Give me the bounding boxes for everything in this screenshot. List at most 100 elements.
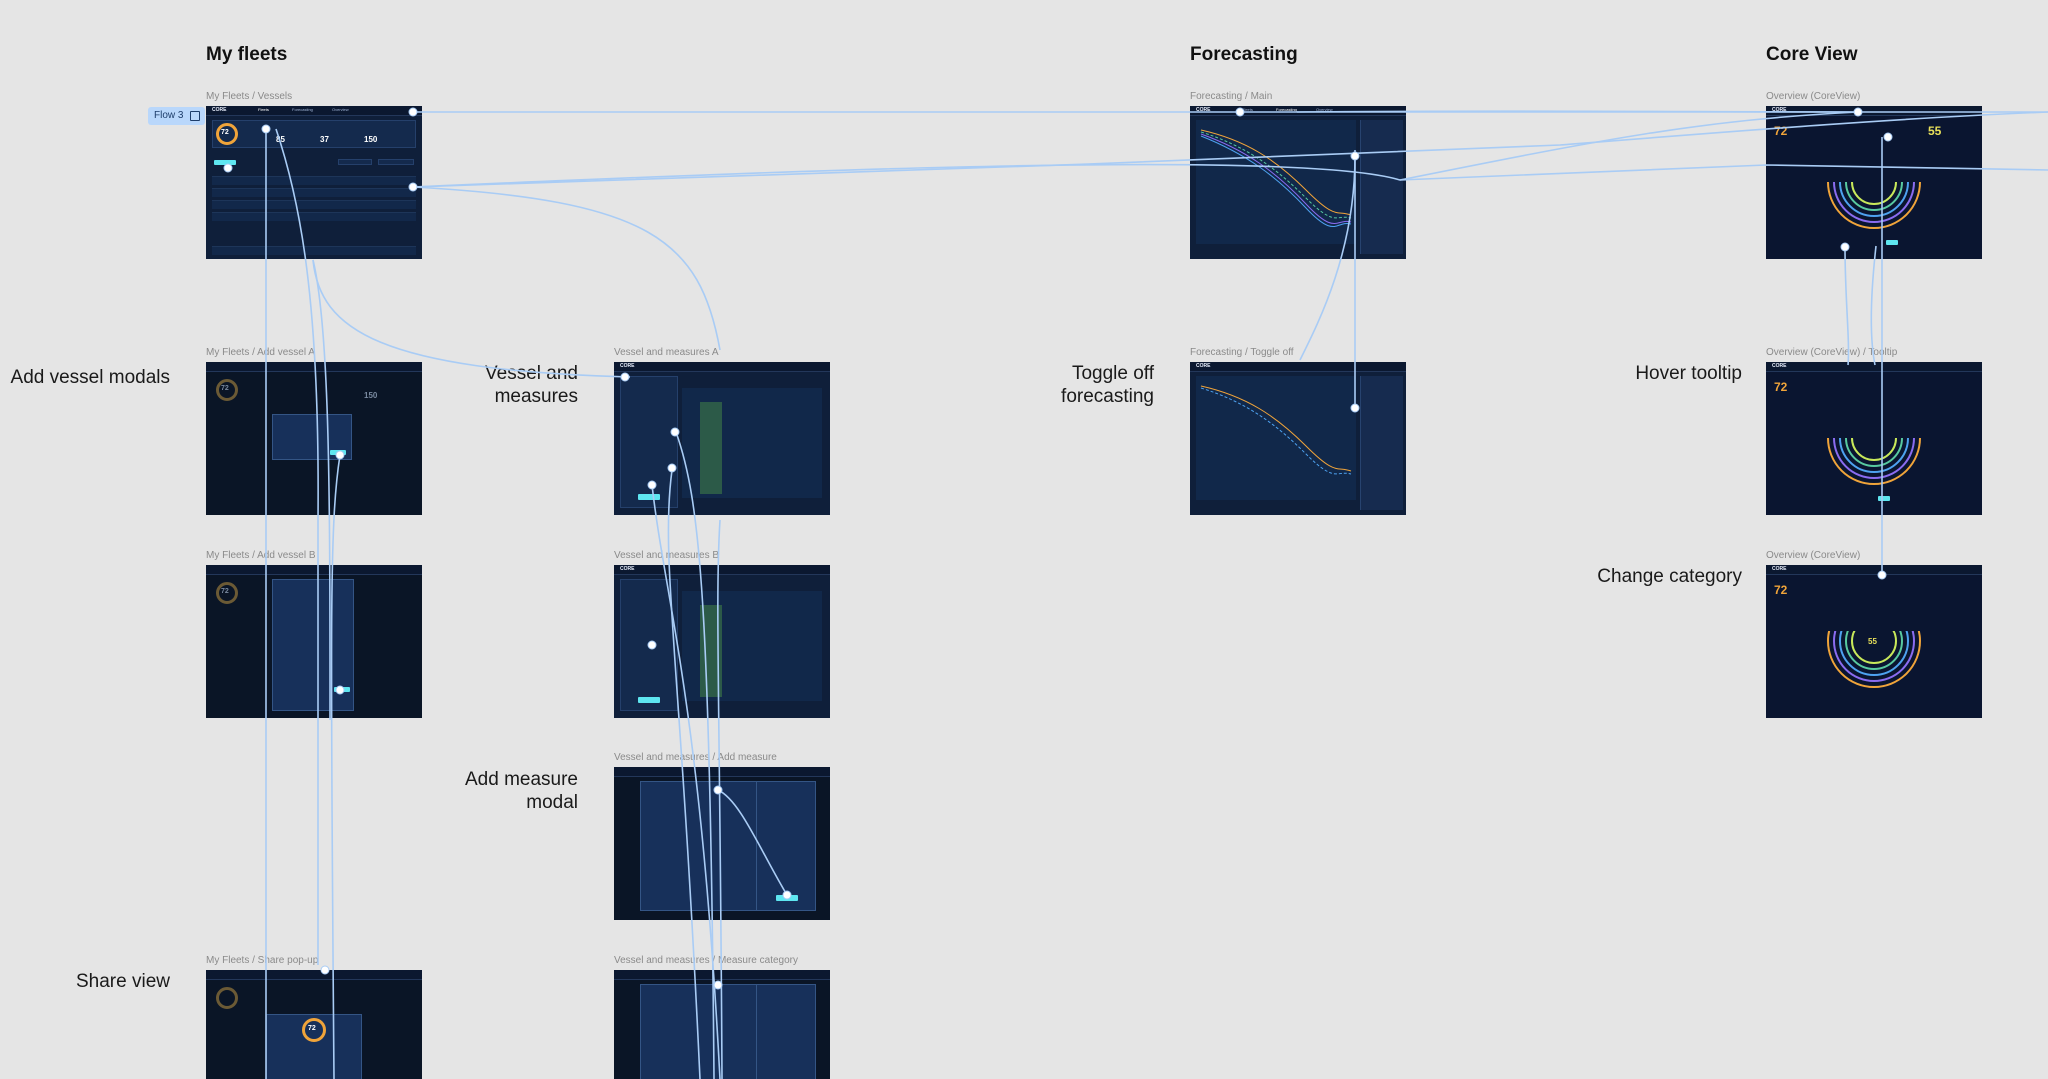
forecast-chart bbox=[1196, 120, 1356, 244]
frame-label: Overview (CoreView) bbox=[1766, 550, 1861, 561]
flow-chip-label: Flow 3 bbox=[154, 110, 184, 121]
radial-chart bbox=[1824, 132, 1924, 229]
score-value: 72 bbox=[221, 129, 229, 136]
frame-core-overview[interactable]: CORE 72 55 bbox=[1766, 106, 1982, 259]
top-bar: CORE bbox=[614, 565, 830, 575]
annotation-hover-tooltip: Hover tooltip bbox=[1635, 363, 1742, 384]
forecast-chart bbox=[1196, 376, 1356, 500]
nav-overview[interactable]: Overview bbox=[332, 107, 349, 112]
score-gauge bbox=[216, 379, 238, 401]
score-value: 72 bbox=[221, 385, 229, 392]
section-title-core-view: Core View bbox=[1766, 44, 1858, 65]
frame-label: My Fleets / Vessels bbox=[206, 91, 293, 102]
annotation-toggle-off-line2: forecasting bbox=[1061, 386, 1154, 407]
app-logo: CORE bbox=[1772, 566, 1787, 572]
frame-label: My Fleets / Add vessel A bbox=[206, 347, 315, 358]
annotation-add-measure: Add measure modal bbox=[465, 768, 578, 814]
frame-label: Vessel and measures A bbox=[614, 347, 719, 358]
app-logo: CORE bbox=[212, 107, 227, 113]
app-logo: CORE bbox=[620, 363, 635, 369]
vessels-count: 85 bbox=[276, 135, 285, 144]
category-tab-active[interactable] bbox=[1878, 496, 1890, 501]
table-row[interactable] bbox=[212, 212, 416, 221]
share-score-value: 72 bbox=[308, 1025, 316, 1032]
core-score: 72 bbox=[1774, 583, 1788, 597]
top-bar: CORE bbox=[1190, 362, 1406, 372]
top-bar: CORE bbox=[614, 362, 830, 372]
score-gauge bbox=[216, 123, 238, 145]
category-tab-active[interactable] bbox=[1886, 240, 1898, 245]
annotation-toggle-off: Toggle off forecasting bbox=[1061, 362, 1154, 408]
frame-label: Vessel and measures / Measure category bbox=[614, 955, 798, 966]
table-row[interactable] bbox=[212, 200, 416, 209]
table-row[interactable] bbox=[212, 188, 416, 197]
nav-overview[interactable]: Overview bbox=[1316, 107, 1333, 112]
nav-forecasting[interactable]: Forecasting bbox=[292, 107, 313, 112]
radial-chart bbox=[1824, 388, 1924, 485]
frame-fleets-add-vessel-b[interactable]: 72 bbox=[206, 565, 422, 718]
frame-label: My Fleets / Share pop-up bbox=[206, 955, 319, 966]
section-title-my-fleets: My fleets bbox=[206, 44, 288, 65]
frame-label: Forecasting / Main bbox=[1190, 91, 1273, 102]
flow-play-icon bbox=[190, 111, 200, 121]
app-logo: CORE bbox=[1772, 107, 1787, 113]
forecast-settings-panel[interactable] bbox=[1360, 120, 1403, 254]
center-score: 55 bbox=[1868, 637, 1877, 646]
edit-measure-panel[interactable] bbox=[756, 781, 816, 911]
edit-measure-panel[interactable] bbox=[756, 984, 816, 1079]
top-bar: CORE Fleets Forecasting Overview bbox=[1190, 106, 1406, 116]
nav-forecasting[interactable]: Forecasting bbox=[1276, 107, 1297, 112]
nav-fleets[interactable]: Fleets bbox=[1242, 107, 1253, 112]
annotation-vessel-measures-line1: Vessel and bbox=[485, 363, 578, 384]
annotation-vessel-measures: Vessel and measures bbox=[485, 362, 578, 408]
frame-fleets-share[interactable]: 72 bbox=[206, 970, 422, 1079]
frame-fleets-vessels[interactable]: CORE Fleets Forecasting Overview 72 85 3… bbox=[206, 106, 422, 259]
frame-label: Vessel and measures / Add measure bbox=[614, 752, 777, 763]
measures-count: 37 bbox=[320, 135, 329, 144]
add-measure-button[interactable] bbox=[638, 494, 660, 500]
frame-core-tooltip[interactable]: CORE 72 bbox=[1766, 362, 1982, 515]
frame-fleets-add-vessel-a[interactable]: 72 150 bbox=[206, 362, 422, 515]
top-bar bbox=[206, 362, 422, 372]
flow-start-chip[interactable]: Flow 3 bbox=[148, 107, 205, 125]
score-value: 72 bbox=[221, 588, 229, 595]
annotation-vessel-measures-line2: measures bbox=[494, 386, 578, 407]
top-bar bbox=[614, 767, 830, 777]
table-row[interactable] bbox=[212, 176, 416, 185]
emissions-value: 150 bbox=[364, 391, 378, 400]
filter-dropdown[interactable] bbox=[338, 159, 372, 165]
add-vessel-button[interactable] bbox=[214, 160, 236, 165]
app-logo: CORE bbox=[620, 566, 635, 572]
frame-forecasting-main[interactable]: CORE Fleets Forecasting Overview bbox=[1190, 106, 1406, 259]
top-bar bbox=[206, 565, 422, 575]
add-measure-button[interactable] bbox=[638, 697, 660, 703]
app-logo: CORE bbox=[1196, 107, 1211, 113]
frame-vessel-measures-a[interactable]: CORE bbox=[614, 362, 830, 515]
table-row[interactable] bbox=[212, 246, 416, 255]
radial-chart bbox=[1824, 591, 1924, 688]
frame-core-change-category[interactable]: CORE 72 55 bbox=[1766, 565, 1982, 718]
top-bar: CORE Fleets Forecasting Overview bbox=[206, 106, 422, 116]
annotation-toggle-off-line1: Toggle off bbox=[1071, 363, 1154, 384]
score-gauge bbox=[216, 582, 238, 604]
top-bar: CORE bbox=[1766, 565, 1982, 575]
forecast-settings-panel[interactable] bbox=[1360, 376, 1403, 510]
share-score-gauge bbox=[302, 1018, 326, 1042]
section-title-forecasting: Forecasting bbox=[1190, 44, 1298, 65]
frame-label: Vessel and measures B bbox=[614, 550, 720, 561]
nav-fleets[interactable]: Fleets bbox=[258, 107, 269, 112]
annotation-change-category: Change category bbox=[1597, 566, 1742, 587]
frame-forecasting-toggle-off[interactable]: CORE bbox=[1190, 362, 1406, 515]
annotation-add-vessel: Add vessel modals bbox=[10, 367, 170, 388]
top-bar: CORE bbox=[1766, 106, 1982, 116]
app-logo: CORE bbox=[1772, 363, 1787, 369]
annotation-share-view: Share view bbox=[76, 971, 170, 992]
score-gauge bbox=[216, 987, 238, 1009]
secondary-score: 55 bbox=[1928, 124, 1942, 138]
sort-dropdown[interactable] bbox=[378, 159, 414, 165]
annotation-add-measure-line1: Add measure bbox=[464, 769, 578, 790]
chart-highlight-band bbox=[700, 402, 722, 494]
forecast-lines bbox=[1200, 129, 1352, 228]
frame-label: Forecasting / Toggle off bbox=[1190, 347, 1294, 358]
